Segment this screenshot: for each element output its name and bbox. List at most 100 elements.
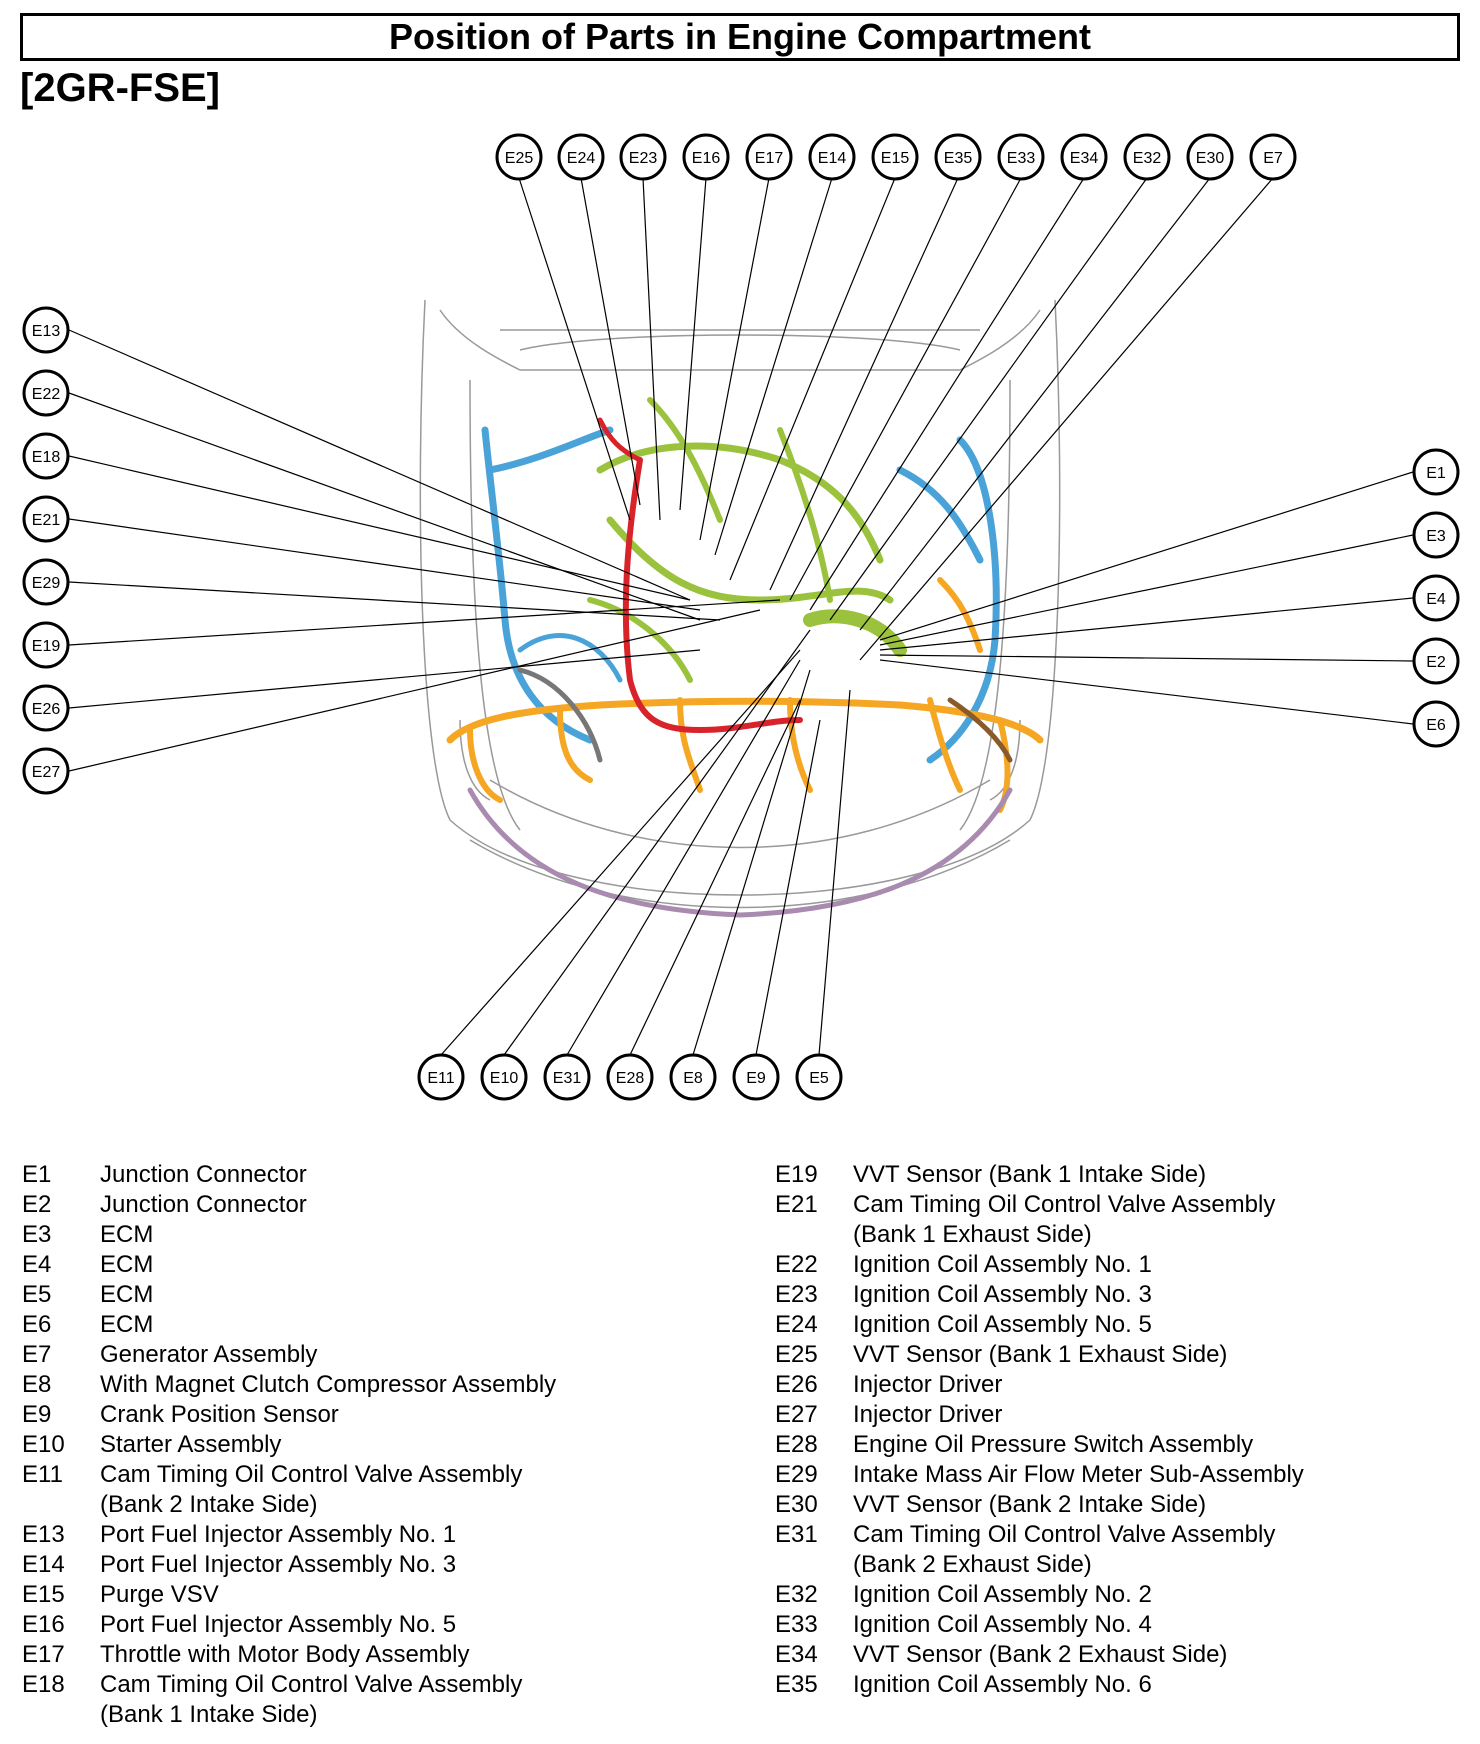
callout-E33: E33 <box>997 133 1045 181</box>
legend-desc: ECM <box>100 1311 154 1338</box>
legend-code: E30 <box>775 1491 818 1518</box>
legend-desc: Cam Timing Oil Control Valve Assembly <box>100 1671 523 1698</box>
callout-E11: E11 <box>417 1053 465 1101</box>
legend-code: E34 <box>775 1641 818 1668</box>
callout-E9: E9 <box>732 1053 780 1101</box>
harness-green <box>587 597 693 683</box>
legend-row: E32 Ignition Coil Assembly No. 2 <box>775 1580 1455 1610</box>
callouts-left: E13 E22 E18 E21 E29 E19 E26 E27 <box>22 306 70 795</box>
legend-code: E21 <box>775 1191 818 1218</box>
wire-harness <box>446 397 1044 918</box>
callout-E29: E29 <box>22 558 70 606</box>
legend-row: (Bank 1 Exhaust Side) <box>775 1220 1455 1250</box>
legend-row: E6 ECM <box>22 1310 662 1340</box>
engine-code-heading: [2GR-FSE] <box>20 66 220 110</box>
callout-label: E8 <box>683 1070 703 1087</box>
callout-label: E28 <box>616 1070 645 1087</box>
callout-label: E19 <box>32 638 61 655</box>
title-box: Position of Parts in Engine Compartment <box>20 13 1460 61</box>
vehicle-outline <box>419 299 1061 909</box>
callout-E2: E2 <box>1412 637 1460 685</box>
legend-desc: Engine Oil Pressure Switch Assembly <box>853 1431 1254 1458</box>
harness-green <box>777 427 833 603</box>
callout-label: E10 <box>490 1070 519 1087</box>
legend-desc: Cam Timing Oil Control Valve Assembly <box>853 1191 1276 1218</box>
harness-orange <box>467 727 503 803</box>
legend-desc: Port Fuel Injector Assembly No. 1 <box>100 1521 457 1548</box>
callouts-top: E25 E24 E23 E16 E17 E14 E15 E35 E33 E34 … <box>495 133 1297 181</box>
legend-desc: Injector Driver <box>853 1401 1003 1428</box>
legend-code: E9 <box>22 1401 52 1428</box>
legend-code: E25 <box>775 1341 818 1368</box>
legend-desc: ECM <box>100 1221 154 1248</box>
harness-brown <box>947 697 1013 763</box>
legend-desc: Ignition Coil Assembly No. 6 <box>853 1671 1152 1698</box>
callout-E5: E5 <box>795 1053 843 1101</box>
legend-desc: Cam Timing Oil Control Valve Assembly <box>853 1521 1276 1548</box>
callout-label: E33 <box>1007 150 1036 167</box>
legend-code: E33 <box>775 1611 818 1638</box>
legend-desc: (Bank 2 Intake Side) <box>100 1491 318 1518</box>
legend-desc: ECM <box>100 1281 154 1308</box>
legend-code: E15 <box>22 1581 65 1608</box>
callout-E31: E31 <box>543 1053 591 1101</box>
callout-label: E32 <box>1133 150 1162 167</box>
callout-label: E26 <box>32 701 61 718</box>
callout-E26: E26 <box>22 684 70 732</box>
legend-desc: (Bank 2 Exhaust Side) <box>853 1551 1092 1578</box>
callout-E3: E3 <box>1412 511 1460 559</box>
harness-blue <box>486 426 614 474</box>
legend-desc: (Bank 1 Intake Side) <box>100 1701 318 1728</box>
callout-label: E29 <box>32 575 61 592</box>
legend-code: E14 <box>22 1551 65 1578</box>
callout-label: E4 <box>1426 591 1446 608</box>
legend-code: E10 <box>22 1431 65 1458</box>
callout-label: E5 <box>809 1070 829 1087</box>
legend-code: E29 <box>775 1461 818 1488</box>
legend-desc: With Magnet Clutch Compressor Assembly <box>100 1371 557 1398</box>
legend-desc: Ignition Coil Assembly No. 2 <box>853 1581 1152 1608</box>
callout-E18: E18 <box>22 432 70 480</box>
legend-desc: Generator Assembly <box>100 1341 318 1368</box>
callout-E6: E6 <box>1412 700 1460 748</box>
callout-label: E6 <box>1426 717 1446 734</box>
callout-E4: E4 <box>1412 574 1460 622</box>
legend-code: E7 <box>22 1341 52 1368</box>
legend-code: E32 <box>775 1581 818 1608</box>
callout-label: E25 <box>505 150 534 167</box>
legend-row: E14 Port Fuel Injector Assembly No. 3 <box>22 1550 662 1580</box>
legend-code: E22 <box>775 1251 818 1278</box>
legend-code: E2 <box>22 1191 52 1218</box>
callout-E19: E19 <box>22 621 70 669</box>
harness-green <box>606 516 894 604</box>
callout-label: E21 <box>32 512 61 529</box>
legend-desc: Port Fuel Injector Assembly No. 3 <box>100 1551 457 1578</box>
harness-orange <box>927 697 963 793</box>
callout-label: E31 <box>553 1070 582 1087</box>
legend-code: E13 <box>22 1521 65 1548</box>
legend-desc: VVT Sensor (Bank 1 Intake Side) <box>853 1161 1207 1188</box>
callouts-bottom: E11 E10 E31 E28 E8 E9 E5 <box>417 1053 843 1101</box>
legend-code: E23 <box>775 1281 818 1308</box>
harness-blue <box>481 426 594 744</box>
legend-desc: Junction Connector <box>100 1161 307 1188</box>
harness-blue <box>896 466 984 564</box>
callout-label: E17 <box>755 150 784 167</box>
callout-label: E1 <box>1426 465 1446 482</box>
legend-code: E6 <box>22 1311 52 1338</box>
callouts-right: E1 E3 E4 E2 E6 <box>1412 448 1460 748</box>
